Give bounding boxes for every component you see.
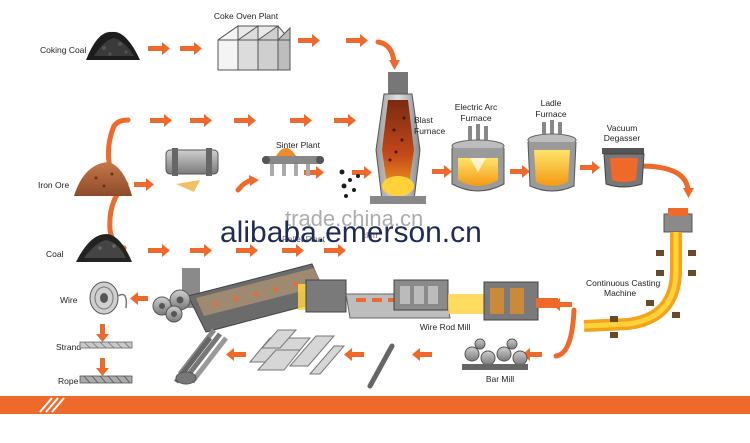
rope-icon [79, 375, 133, 384]
arrow-ore-to-furnace [150, 114, 356, 127]
strand-icon [79, 341, 133, 349]
label-pellet-suffix: ckIn [362, 230, 378, 240]
wire-rod-mill-icon [182, 263, 558, 333]
label-iron-ore: Iron Ore [38, 180, 69, 190]
grinding-mill-icon [165, 148, 219, 192]
watermark-bottom: alibaba.emerson.cn [220, 216, 482, 249]
label-blast-furnace-1: Blast [414, 115, 434, 125]
arrow-coking-coal [148, 34, 368, 55]
bottom-bar [0, 396, 750, 414]
label-ladle-1: Ladle [541, 98, 562, 108]
coke-oven-plant-icon [217, 25, 291, 71]
bar-mill-icon [462, 338, 528, 370]
label-ladle-2: Furnace [535, 109, 566, 119]
ladle-furnace-icon [527, 120, 577, 192]
label-sinter-plant: Sinter Plant [276, 140, 321, 150]
watermark-top: trade.china.cn [285, 206, 423, 231]
electric-arc-furnace-icon [451, 124, 505, 192]
pellet-particles [339, 169, 360, 198]
wire-coils-icon [152, 289, 191, 323]
label-electric-arc-1: Electric Arc [455, 102, 498, 112]
blast-furnace-icon [370, 72, 426, 204]
arrow-furnace-chain [432, 161, 600, 178]
label-blast-furnace-2: Furnace [414, 126, 445, 136]
label-vacuum-1: Vacuum [607, 123, 638, 133]
label-strand: Strand [56, 342, 81, 352]
watermark: trade.china.cn alibaba.emerson.cn [218, 206, 482, 249]
coking-coal-pile [86, 31, 140, 60]
label-pellet-plant: Pellet Plant [282, 234, 326, 244]
arrow-wire [96, 292, 148, 376]
coal-pile [76, 234, 132, 262]
steel-sections-icon [248, 329, 346, 375]
label-continuous-casting-1: Continuous Casting [586, 278, 660, 288]
label-continuous-casting-2: Machine [604, 288, 636, 298]
continuous-casting-icon [583, 208, 696, 338]
flow-arrows [96, 34, 600, 376]
steel-bar-icon [367, 343, 395, 389]
rod-bundle-icon [174, 328, 228, 385]
label-coke-oven-plant: Coke Oven Plant [214, 11, 279, 21]
arrow-coal [148, 244, 346, 257]
iron-ore-pile [74, 162, 132, 196]
label-coal: Coal [46, 249, 64, 259]
label-bar-mill: Bar Mill [486, 374, 514, 384]
label-wire-rod-mill: Wire Rod Mill [420, 322, 471, 332]
curve-arrowheads [249, 60, 694, 198]
sinter-plant-icon [262, 148, 324, 176]
label-vacuum-2: Degasser [604, 133, 641, 143]
label-electric-arc-2: Furnace [460, 113, 491, 123]
vacuum-degasser-icon [602, 148, 645, 188]
label-coking-coal: Coking Coal [40, 45, 86, 55]
label-rope: Rope [58, 376, 79, 386]
label-wire: Wire [60, 295, 78, 305]
wire-spool-icon [89, 281, 128, 315]
